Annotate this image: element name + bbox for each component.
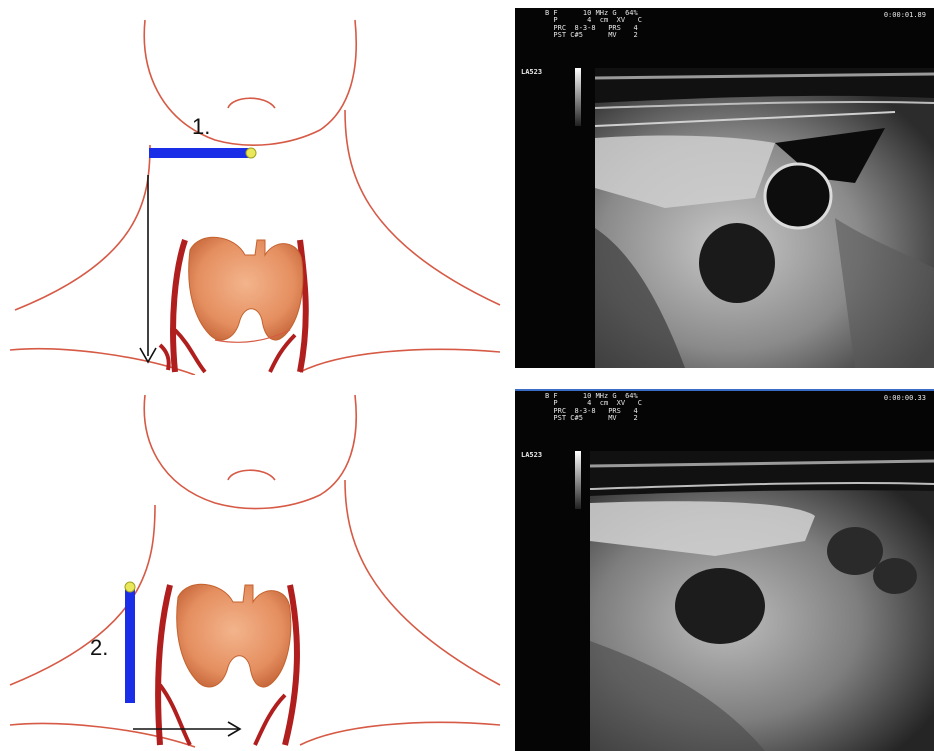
ultrasound-header: B F 10 MHz G 64% P 4 cm XV C PRC 8-3-8 P… (545, 393, 642, 423)
thyroid-gland (189, 237, 303, 340)
probe-bar-vertical (125, 585, 135, 703)
probe-bar-horizontal (149, 148, 251, 158)
header-line: PST C#5 MV 2 (545, 31, 638, 39)
probe-marker (125, 582, 135, 592)
grayscale-bar (575, 451, 581, 509)
ultrasound-header: B F 10 MHz G 64% P 4 cm XV C PRC 8-3-8 P… (545, 10, 642, 40)
probe-id: LA523 (521, 68, 542, 76)
neck-outline (0, 385, 505, 749)
thyroid-gland (177, 584, 291, 687)
step-1-label: 1. (192, 114, 210, 140)
ultrasound-scan (515, 391, 934, 751)
ultrasound-timestamp: 0:00:01.89 (884, 11, 926, 19)
grayscale-bar (575, 68, 581, 126)
ultrasound-timestamp: 0:00:00.33 (884, 394, 926, 402)
neck-diagram-longitudinal: 2. (0, 385, 505, 749)
probe-marker (246, 148, 256, 158)
neck-outline (0, 0, 505, 375)
ultrasound-scan (515, 8, 934, 368)
header-line: PST C#5 MV 2 (545, 414, 638, 422)
ultrasound-image-transverse: B F 10 MHz G 64% P 4 cm XV C PRC 8-3-8 P… (515, 8, 934, 368)
probe-id: LA523 (521, 451, 542, 459)
ultrasound-image-longitudinal: B F 10 MHz G 64% P 4 cm XV C PRC 8-3-8 P… (515, 389, 934, 751)
neck-diagram-transverse: 1. (0, 0, 505, 375)
step-2-label: 2. (90, 635, 108, 661)
